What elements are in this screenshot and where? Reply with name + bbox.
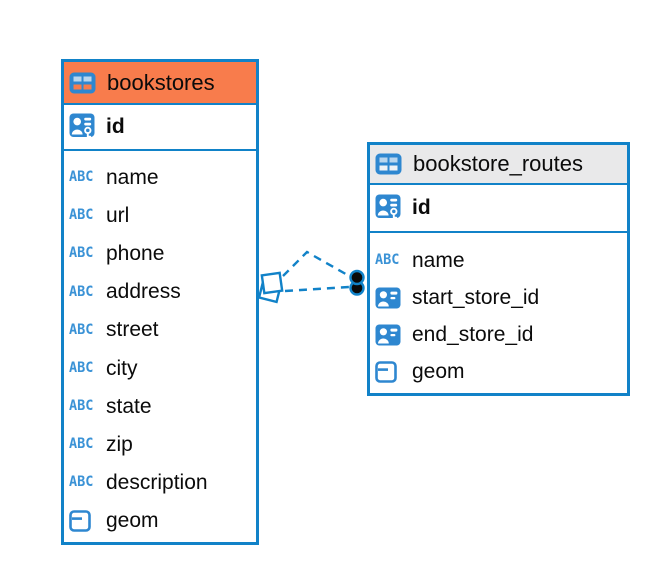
column-name: address [106, 280, 181, 304]
table-title: bookstore_routes [413, 151, 583, 176]
column-row[interactable]: ABC zip [64, 426, 256, 464]
column-row[interactable]: ABC name [64, 159, 256, 197]
table-title: bookstores [107, 69, 215, 95]
text-type-icon: ABC [69, 283, 94, 300]
column-row[interactable]: geom [370, 354, 627, 391]
column-name: phone [106, 242, 165, 266]
primary-key-icon [375, 194, 405, 222]
text-type-icon: ABC [69, 435, 94, 453]
column-row[interactable]: geom [64, 502, 256, 540]
primary-key-name: id [106, 115, 125, 138]
geometry-type-icon [69, 510, 99, 532]
column-row[interactable]: ABC street [64, 311, 256, 349]
column-name: url [106, 204, 130, 228]
entity-table-bookstore-routes[interactable]: bookstore_routes id AB [367, 142, 630, 396]
column-name: state [106, 394, 152, 418]
primary-key-icon [69, 113, 99, 141]
column-row[interactable]: start_store_id [370, 279, 627, 316]
relationship-line-start-store [282, 250, 352, 279]
diamond-marker [257, 278, 283, 304]
column-name: end_store_id [412, 323, 534, 347]
column-name: geom [106, 508, 159, 532]
dot-marker [349, 280, 365, 296]
column-row[interactable]: ABC name [370, 242, 627, 279]
column-row[interactable]: ABC city [64, 349, 256, 387]
column-row[interactable]: end_store_id [370, 317, 627, 354]
table-header[interactable]: bookstore_routes [370, 145, 627, 185]
text-type-icon: ABC [375, 251, 400, 269]
column-row[interactable]: ABC address [64, 273, 256, 311]
primary-key-row[interactable]: id [64, 105, 256, 151]
column-row[interactable]: ABC state [64, 388, 256, 426]
column-name: name [106, 166, 159, 190]
relationship-line-end-store [284, 285, 350, 293]
column-name: street [106, 318, 159, 342]
primary-key-name: id [412, 196, 431, 219]
foreign-key-icon [375, 324, 405, 346]
column-name: geom [412, 360, 465, 384]
text-type-icon: ABC [69, 397, 94, 415]
text-type-icon: ABC [69, 206, 94, 224]
column-list: ABC name start_store_id [370, 233, 627, 393]
text-type-icon: ABC [69, 245, 94, 262]
diamond-marker [260, 271, 284, 295]
text-type-icon: ABC [69, 321, 94, 339]
column-row[interactable]: ABC phone [64, 235, 256, 273]
text-type-icon: ABC [69, 168, 94, 186]
entity-table-bookstores[interactable]: bookstores id ABC [61, 59, 259, 545]
column-list: ABC name ABC url ABC phone ABC address A… [64, 151, 256, 542]
column-name: name [412, 248, 465, 272]
primary-key-row[interactable]: id [370, 185, 627, 233]
column-name: start_store_id [412, 285, 540, 309]
column-name: zip [106, 432, 133, 456]
column-name: city [106, 356, 138, 380]
geometry-type-icon [375, 361, 405, 384]
dot-marker [349, 269, 365, 286]
column-name: description [106, 470, 208, 494]
table-header[interactable]: bookstores [64, 62, 256, 105]
column-row[interactable]: ABC description [64, 464, 256, 502]
text-type-icon: ABC [69, 473, 94, 491]
foreign-key-icon [375, 287, 405, 309]
table-icon [375, 153, 405, 175]
text-type-icon: ABC [69, 359, 94, 377]
table-icon [69, 72, 99, 94]
column-row[interactable]: ABC url [64, 197, 256, 235]
